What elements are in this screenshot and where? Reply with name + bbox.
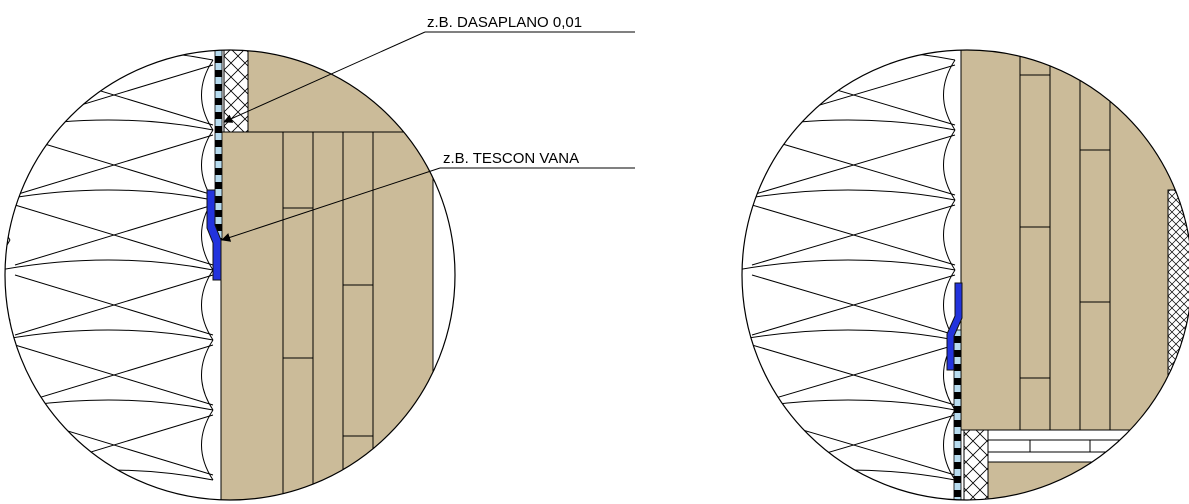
detail-circle-right xyxy=(741,49,1189,501)
detail-right xyxy=(741,49,1189,501)
clt-panel-left xyxy=(220,131,434,500)
insulation-right xyxy=(742,50,956,481)
detail-left xyxy=(4,49,456,501)
floor-layers-right xyxy=(963,429,1189,500)
hatch-strip-left xyxy=(223,50,249,133)
tape-left xyxy=(206,189,222,281)
timber-top-left xyxy=(247,50,455,133)
detail-circle-left xyxy=(4,49,456,501)
clt-panel-right xyxy=(960,50,1189,431)
insulation-left xyxy=(5,50,214,481)
label-tescon: z.B. TESCON VANA xyxy=(443,150,579,167)
label-dasaplano: z.B. DASAPLANO 0,01 xyxy=(427,14,582,31)
membrane-left xyxy=(214,50,223,241)
tape-right xyxy=(946,282,963,371)
membrane-right xyxy=(953,329,962,500)
annotation-dasaplano: z.B. DASAPLANO 0,01 xyxy=(223,14,635,123)
annotation-tescon: z.B. TESCON VANA xyxy=(221,150,635,242)
